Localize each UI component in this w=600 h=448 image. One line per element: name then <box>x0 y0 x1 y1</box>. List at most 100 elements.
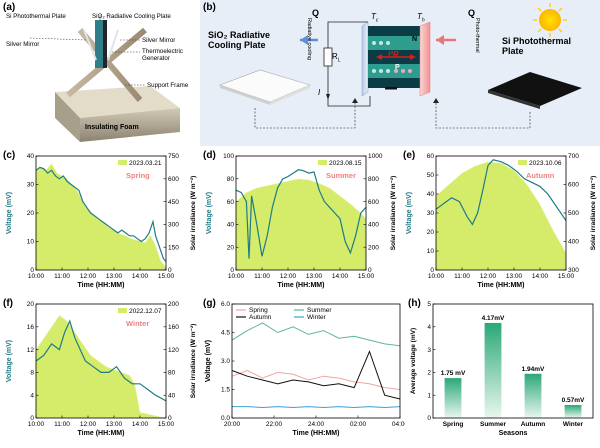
y2-axis-label: Solar irradiance (W m⁻²) <box>190 324 197 399</box>
x-axis-label: Time (HH:MM) <box>78 430 125 437</box>
bar-spring <box>445 378 462 418</box>
x-tick-label: 13:00 <box>106 421 123 428</box>
x-tick-label: Summer <box>480 421 506 428</box>
y-tick-label: 3.0 <box>221 358 230 365</box>
y-axis-label: Voltage (mV) <box>6 192 13 234</box>
callout-support-frame: Support Frame <box>147 82 188 89</box>
x-tick-label: 13:00 <box>306 273 323 280</box>
panel-label: (h) <box>408 298 421 309</box>
y-tick-label: 80 <box>227 176 235 183</box>
y2-tick-label: 700 <box>568 153 579 160</box>
y-axis-label: Average voltage (mV) <box>410 328 417 394</box>
sun-icon <box>533 3 567 37</box>
y2-axis-label: Solar irradiance (W m⁻²) <box>590 176 597 251</box>
cold-side <box>362 22 368 96</box>
season-label: Autumn <box>526 171 555 180</box>
legend-swatch <box>118 160 127 165</box>
irradiance-area <box>236 179 366 270</box>
x-tick-label: Spring <box>443 421 464 428</box>
x-tick-label: 14:00 <box>332 273 349 280</box>
bar-data-label: 1.75 mV <box>441 370 466 377</box>
series-spring-line <box>232 371 400 390</box>
p-type-label: P <box>395 64 400 71</box>
panel-g: 0.01.53.04.56.020:0022:0024:0002:0004:00… <box>200 296 405 443</box>
x-tick-label: 10:00 <box>428 273 445 280</box>
y2-axis-label: Solar irradiance (W m⁻²) <box>390 176 397 251</box>
y2-tick-label: 80 <box>168 370 176 377</box>
y2-tick-label: 200 <box>368 244 379 251</box>
y2-tick-label: 400 <box>368 222 379 229</box>
bar-autumn <box>525 374 542 418</box>
x-tick-label: 15:00 <box>558 273 575 280</box>
x-axis-label: Time (HH:MM) <box>78 282 125 289</box>
sio2-plate-label: SiO₂ Radiative Cooling Plate <box>208 30 270 50</box>
callout-si-plate: Si Photothermal Plate <box>6 13 66 20</box>
q-radiative-subscript: Radiative cooling <box>306 18 312 60</box>
x-tick-label: 11:00 <box>54 273 70 280</box>
callout-silver-mirror-left: Silver Mirror <box>6 41 39 48</box>
y-tick-label: 40 <box>427 191 435 198</box>
y-tick-label: 10 <box>27 239 35 246</box>
x-tick-label: 15:00 <box>358 273 375 280</box>
x-tick-label: 12:00 <box>80 421 97 428</box>
callout-sio2-plate: SiO₂ Radiative Cooling Plate <box>92 13 171 20</box>
y-tick-label: 10 <box>427 248 435 255</box>
sio2-plate <box>95 20 103 68</box>
y-tick-label: 3 <box>427 347 431 354</box>
x-tick-label: 04:00 <box>392 421 405 428</box>
series-summer-line <box>232 323 400 346</box>
x-axis-label: Time (HH:MM) <box>478 282 525 289</box>
joule-heat-label: I²R <box>388 50 399 59</box>
x-tick-label: 22:00 <box>266 421 283 428</box>
photothermal-arrow <box>436 35 444 45</box>
bar-summer <box>485 323 502 418</box>
y-tick-label: 20 <box>227 244 235 251</box>
bar-data-label: 4.17mV <box>482 315 505 322</box>
n-type-label: N <box>412 36 417 43</box>
y-axis-label: Voltage (mV) <box>206 192 213 234</box>
y-tick-label: 6.0 <box>221 301 230 308</box>
x-tick-label: Autumn <box>521 421 546 428</box>
chart-g: 0.01.53.04.56.020:0022:0024:0002:0004:00… <box>200 296 405 443</box>
y-tick-label: 50 <box>427 172 435 179</box>
panel-a-label: (a) <box>3 2 15 13</box>
x-tick-label: 10:00 <box>228 273 245 280</box>
q-photothermal-subscript: Photo-thermal <box>474 18 480 53</box>
y2-tick-label: 800 <box>368 176 379 183</box>
x-tick-label: 14:00 <box>132 421 149 428</box>
y-axis-label: Voltage (mV) <box>205 340 212 382</box>
x-tick-label: 10:00 <box>28 273 45 280</box>
y-tick-label: 1 <box>427 392 431 399</box>
q-photothermal-symbol: Q <box>468 8 475 18</box>
si-plate-illustration <box>488 72 582 106</box>
x-tick-label: 13:00 <box>106 273 123 280</box>
schematic <box>200 0 600 146</box>
si-plate <box>103 20 107 68</box>
tc-label: Tc <box>371 12 378 24</box>
legend-date: 2023.03.21 <box>129 160 162 167</box>
legend-swatch <box>518 160 527 165</box>
x-tick-label: 15:00 <box>158 421 175 428</box>
panel-label: (f) <box>3 298 13 309</box>
y-axis-label: Voltage (mV) <box>6 340 13 382</box>
x-tick-label: 14:00 <box>532 273 549 280</box>
y-tick-label: 8 <box>30 370 34 377</box>
y-tick-label: 100 <box>223 153 234 160</box>
panel-b: (b) <box>200 0 600 146</box>
q-radiative-symbol: Q <box>312 8 319 18</box>
x-axis-label: Time (HH:MM) <box>278 282 325 289</box>
x-tick-label: 24:00 <box>308 421 325 428</box>
panel-a: (a) Si Photothermal Plate SiO₂ Radiative… <box>0 0 200 146</box>
current-label: I <box>318 88 320 97</box>
panel-label: (g) <box>203 298 216 309</box>
y-tick-label: 12 <box>27 347 35 354</box>
y-tick-label: 30 <box>27 182 35 189</box>
x-tick-label: 12:00 <box>80 273 97 280</box>
x-tick-label: 13:00 <box>506 273 523 280</box>
y-tick-label: 4 <box>427 324 431 331</box>
sio2-plate-illustration <box>220 70 310 102</box>
